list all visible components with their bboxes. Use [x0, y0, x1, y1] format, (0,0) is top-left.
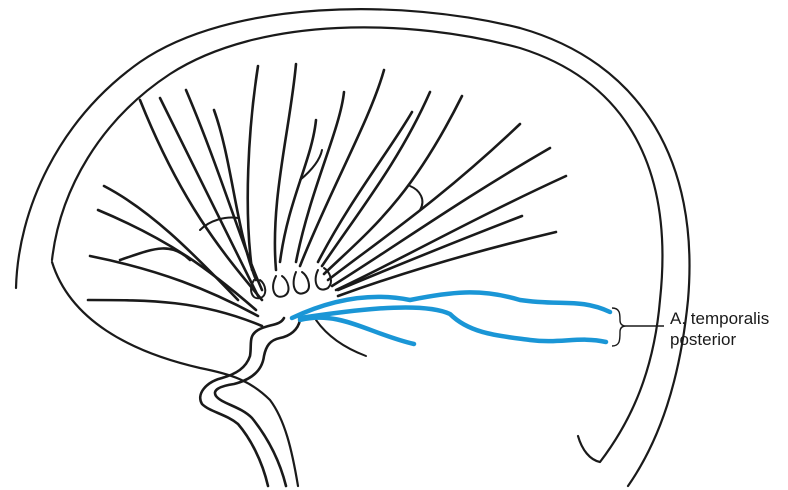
skull-inner-contour	[52, 27, 662, 462]
skull-base-contour	[52, 262, 298, 486]
annotation-label-line-2: posterior	[670, 329, 736, 350]
artery-branch	[338, 232, 556, 296]
carotid-artery-wall	[215, 320, 300, 486]
artery-branch	[336, 176, 566, 290]
artery-branch	[275, 64, 296, 270]
temporalis-posterior-lower	[300, 307, 606, 342]
annotation-label-line-1: A. temporalis	[670, 308, 769, 329]
label-bracket	[612, 308, 626, 346]
sylvian-loop	[294, 272, 309, 294]
artery-branch	[160, 98, 258, 296]
sylvian-loop	[273, 276, 288, 297]
artery-twig	[410, 186, 422, 210]
artery-branch	[328, 124, 520, 280]
artery-branch	[248, 66, 258, 270]
artery-branch	[318, 112, 412, 262]
